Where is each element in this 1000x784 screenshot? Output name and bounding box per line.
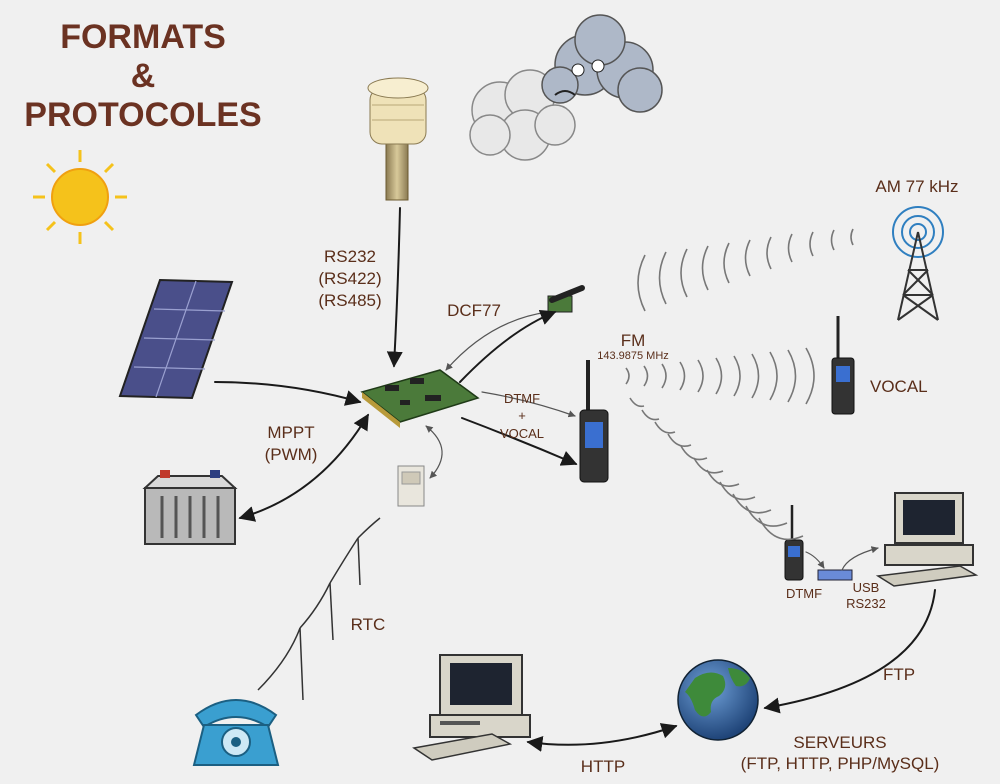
label-am: AM 77 kHz <box>875 177 958 196</box>
arrows <box>214 207 936 752</box>
server-computer-icon <box>875 492 979 587</box>
label-plus: + <box>518 408 526 423</box>
arrow-usb-pc <box>841 546 879 571</box>
title-line-2: & <box>131 57 156 95</box>
arrow-vocal <box>461 417 578 466</box>
label-pwm: (PWM) <box>265 445 318 464</box>
label-dcf77: DCF77 <box>447 301 501 320</box>
dcf77-antenna-icon <box>547 285 585 313</box>
label-rs232: RS232 <box>324 247 376 266</box>
page-title: FORMATS & PROTOCOLES <box>24 18 261 134</box>
label-rtc: RTC <box>351 615 386 634</box>
label-serveurs-protocols: (FTP, HTTP, PHP/MySQL) <box>741 754 940 773</box>
label-fm-frequency: 143.9875 MHz <box>597 350 669 362</box>
title-line-3: PROTOCOLES <box>24 96 261 134</box>
rtc-line <box>257 517 381 701</box>
label-usb-rs232: RS232 <box>846 596 886 611</box>
label-rs485: (RS485) <box>318 291 381 310</box>
usb-interface-icon <box>817 569 853 581</box>
dtmf-wave-arcs <box>629 397 804 541</box>
arrow-dcf77-out <box>459 309 557 383</box>
label-http: HTTP <box>581 757 625 776</box>
label-fm: FM <box>621 331 646 350</box>
wind-cloud-icon <box>469 14 663 161</box>
pcb-board-icon <box>360 369 480 428</box>
telephone-icon <box>192 699 280 766</box>
label-vocal-link: VOCAL <box>500 426 544 441</box>
globe-icon <box>677 659 759 741</box>
handheld-radio-icon <box>579 360 609 483</box>
arrow-http <box>526 723 678 752</box>
arrow-solar <box>214 381 362 406</box>
enclosure-icon <box>397 465 425 507</box>
label-mppt: MPPT <box>267 423 314 442</box>
label-usb: USB <box>853 580 880 595</box>
label-serveurs: SERVEURS <box>793 733 886 752</box>
battery-icon <box>142 470 238 545</box>
dtmf-radio-icon <box>784 505 804 581</box>
label-ftp: FTP <box>883 665 915 684</box>
am-wave-arcs <box>637 228 854 312</box>
label-dtmf: DTMF <box>504 391 540 406</box>
arrow-battery <box>238 413 369 522</box>
anemometer-icon <box>367 77 429 201</box>
am-tower-icon <box>892 206 944 321</box>
title-line-1: FORMATS <box>60 18 226 56</box>
vocal-radio-icon <box>831 316 855 415</box>
arrow-ftp <box>763 589 936 714</box>
desktop-computer-icon <box>412 654 531 761</box>
sun-icon <box>33 150 127 244</box>
arrow-rs232 <box>386 207 403 368</box>
arrow-dcf77-in <box>445 311 549 371</box>
label-rs422: (RS422) <box>318 269 381 288</box>
label-dtmf-station: DTMF <box>786 586 822 601</box>
arrow-radio-usb <box>805 551 825 569</box>
solar-panel-icon <box>118 278 234 400</box>
arrow-enclosure <box>425 425 443 479</box>
fm-wave-arcs <box>625 347 815 405</box>
arrow-dtmf <box>481 391 576 418</box>
label-vocal-radio: VOCAL <box>870 377 928 396</box>
